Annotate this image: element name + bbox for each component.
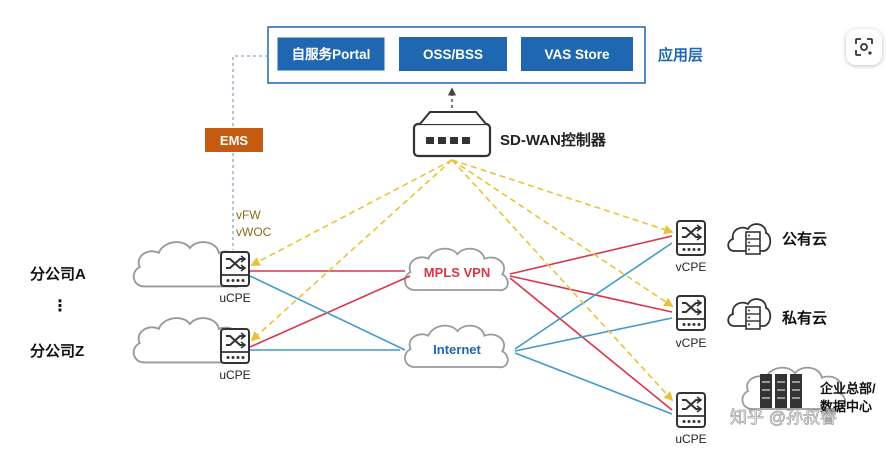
branch-ellipsis: ⋮: [52, 298, 68, 315]
app-button-vas-store-label: VAS Store: [544, 47, 610, 62]
public-cloud-label: 公有云: [782, 230, 827, 248]
internet-links: [249, 242, 673, 415]
app-button-portal[interactable]: 自服务Portal: [276, 36, 386, 72]
public-device-label: vCPE: [676, 260, 707, 274]
app-button-oss-bss-label: OSS/BSS: [423, 47, 483, 62]
vfw-label: vFW: [236, 208, 261, 222]
hq-label-line1: 企业总部/: [819, 381, 876, 396]
ems-link: [232, 55, 268, 250]
branch-z-device-label: uCPE: [219, 368, 250, 382]
app-layer-label: 应用层: [658, 46, 703, 64]
lens-search-button[interactable]: [846, 29, 882, 65]
private-cloud-icon: [727, 298, 772, 330]
branch-z-label: 分公司Z: [30, 343, 84, 360]
public-vcpe-icon: [676, 220, 706, 256]
controller-device-icon: [412, 111, 492, 158]
control-links: [250, 159, 674, 402]
app-button-oss-bss[interactable]: OSS/BSS: [399, 37, 507, 71]
ems-label: EMS: [220, 133, 249, 148]
controller-label: SD-WAN控制器: [500, 131, 607, 149]
watermark: 知乎 @孙叔睿: [730, 408, 837, 427]
app-button-portal-label: 自服务Portal: [292, 46, 371, 62]
branch-a-ucpe-icon: [220, 251, 250, 287]
mpls-label: MPLS VPN: [424, 265, 490, 280]
hq-device-label: uCPE: [675, 432, 706, 446]
branch-a-label: 分公司A: [30, 266, 86, 283]
app-button-vas-store[interactable]: VAS Store: [521, 37, 633, 71]
ems-box: [205, 128, 263, 152]
branch-z-ucpe-icon: [220, 328, 250, 364]
private-device-label: vCPE: [676, 336, 707, 350]
internet-label: Internet: [433, 342, 481, 357]
private-cloud-label: 私有云: [781, 309, 827, 327]
branch-a-device-label: uCPE: [219, 291, 250, 305]
hq-datacenter-icon: [760, 374, 802, 408]
private-vcpe-icon: [676, 295, 706, 331]
public-cloud-icon: [727, 223, 772, 255]
lens-icon: [855, 38, 873, 56]
vwoc-label: vWOC: [236, 225, 272, 239]
hq-ucpe-icon: [676, 392, 706, 428]
hq-label-line2: 数据中心: [820, 399, 872, 414]
mpls-links: [249, 235, 673, 411]
